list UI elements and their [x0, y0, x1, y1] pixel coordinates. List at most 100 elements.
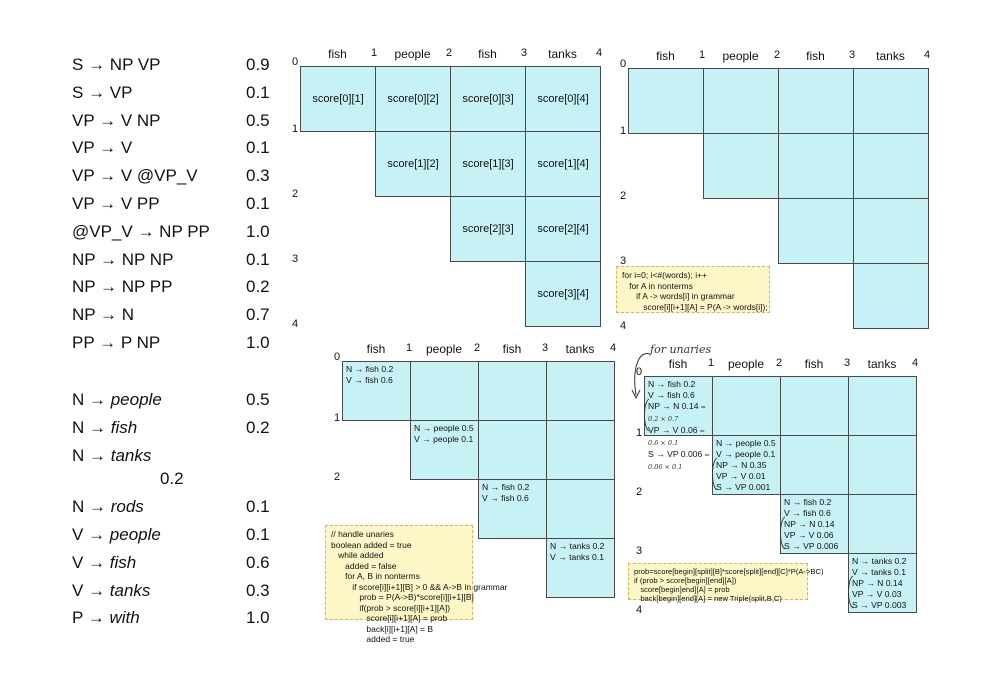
rule-lhs-symbol: S — [72, 82, 89, 102]
rule-lhs-symbol: V — [72, 525, 89, 544]
rule-probability: 0.1 — [246, 194, 270, 213]
cell-score-label: score[1][2] — [387, 158, 439, 170]
rule-lhs-symbol: N — [72, 446, 89, 465]
arrow-icon: → — [88, 581, 106, 600]
column-word: people — [722, 49, 759, 63]
rule-lhs-symbol: S — [72, 55, 89, 74]
code-note-unaries: // handle unaries boolean added = true w… — [325, 525, 507, 644]
rule-rhs-word: people — [106, 390, 162, 409]
rule-lhs-symbol: N — [72, 390, 89, 409]
cell-entry: S → VP 0.006 — [784, 541, 839, 551]
chart-cell — [628, 68, 704, 134]
column-word: tanks — [548, 47, 577, 61]
rule-lhs-symbol: NP — [72, 249, 101, 269]
cell-entry: NP → N 0.35 — [716, 460, 767, 470]
cell-entry: V → tanks 0.1 — [550, 552, 604, 562]
arrow-icon: → — [100, 277, 118, 297]
lexicon-rule: N → people — [72, 390, 162, 410]
rule-probability: 0.2 — [246, 418, 270, 437]
column-word: fish — [804, 357, 824, 371]
chart-cell: score[1][2] — [375, 131, 451, 197]
column-word: people — [425, 342, 463, 356]
cell-entry: N → fish 0.2 — [482, 482, 530, 492]
lexicon-rule: N → tanks — [72, 446, 151, 466]
column-word: tanks — [876, 49, 905, 63]
rule-lhs-symbol: VP — [72, 194, 100, 213]
rule-probability: 0.1 — [246, 497, 270, 516]
index-label: 3 — [292, 253, 299, 265]
cell-entry: N → fish 0.2 — [784, 497, 832, 507]
rule-lhs-symbol: VP — [72, 110, 100, 130]
chart-cell: score[0][2] — [375, 66, 451, 132]
chart-cell-empty — [848, 435, 917, 495]
column-word: fish — [366, 342, 386, 356]
grammar-rule: NP → NP PP — [72, 277, 172, 297]
bracket-path — [644, 398, 650, 432]
index-label: 2 — [474, 342, 481, 354]
rule-probability: 0.7 — [246, 305, 270, 325]
chart-cell: score[0][3] — [450, 66, 526, 132]
chart-cell-empty — [780, 376, 849, 436]
index-label: 0 — [334, 351, 341, 363]
bracket-icon — [780, 516, 786, 550]
index-label: 2 — [334, 471, 341, 483]
cell-entry: V → people 0.1 — [716, 449, 776, 459]
chart-cell-empty — [546, 420, 615, 480]
rule-rhs: N — [117, 305, 135, 325]
cell-entry: VP → V 0.03 — [852, 589, 902, 599]
index-label: 1 — [292, 123, 299, 135]
index-label: 4 — [924, 49, 931, 61]
chart-cell: score[2][4] — [525, 196, 601, 262]
handwritten-calc: = 0.06 × 0.1 — [648, 451, 710, 471]
grammar-rule: S → NP VP — [72, 55, 161, 75]
rule-lhs-symbol: V — [72, 553, 89, 572]
chart-cell-empty — [780, 435, 849, 495]
index-label: 4 — [292, 318, 299, 330]
arrow-icon: → — [88, 525, 106, 544]
chart-cell: score[0][1] — [300, 66, 376, 132]
rule-probability: 0.2 — [246, 277, 270, 297]
rule-rhs-word: fish — [106, 418, 138, 437]
rule-rhs: NP PP — [117, 277, 173, 297]
cell-score-label: score[0][4] — [537, 93, 589, 105]
cell-entry: S → VP 0.003 — [852, 600, 907, 610]
rule-probability: 0.6 — [246, 553, 270, 572]
arrow-icon: → — [88, 82, 106, 102]
chart-cell — [703, 133, 779, 199]
chart-cell — [778, 133, 854, 199]
bracket-icon — [712, 457, 718, 491]
column-word: tanks — [867, 357, 897, 371]
cell-score-label: score[3][4] — [537, 288, 589, 300]
arrow-icon: → — [99, 138, 117, 158]
cell-score-label: score[1][4] — [537, 158, 589, 170]
lexicon-rule: V → people — [72, 525, 161, 545]
cell-entry: S → VP 0.006= 0.06 × 0.1 — [648, 449, 710, 471]
grammar-rule: VP → V NP — [72, 111, 161, 131]
index-label: 1 — [406, 342, 413, 354]
cell-entry: V → fish 0.6 — [648, 390, 695, 400]
bracket-icon — [644, 398, 650, 432]
index-label: 4 — [596, 47, 603, 59]
chart-cell — [853, 133, 929, 199]
index-label: 0 — [620, 58, 627, 70]
code-note-binary: prob=score[begin][split][B]*score[split]… — [628, 563, 824, 603]
bracket-path — [712, 457, 718, 491]
grammar-rule: NP → N — [72, 305, 134, 325]
index-label: 2 — [620, 190, 627, 202]
cell-entry: NP → N 0.14 — [784, 519, 835, 529]
chart-cell — [853, 263, 929, 329]
chart-cell-empty — [546, 361, 615, 421]
chart-cell-empty — [410, 361, 479, 421]
grammar-rule: NP → NP NP — [72, 250, 173, 270]
rule-lhs-symbol: NP — [72, 277, 101, 297]
index-label: 2 — [446, 47, 453, 59]
chart-cell-empty — [478, 361, 547, 421]
